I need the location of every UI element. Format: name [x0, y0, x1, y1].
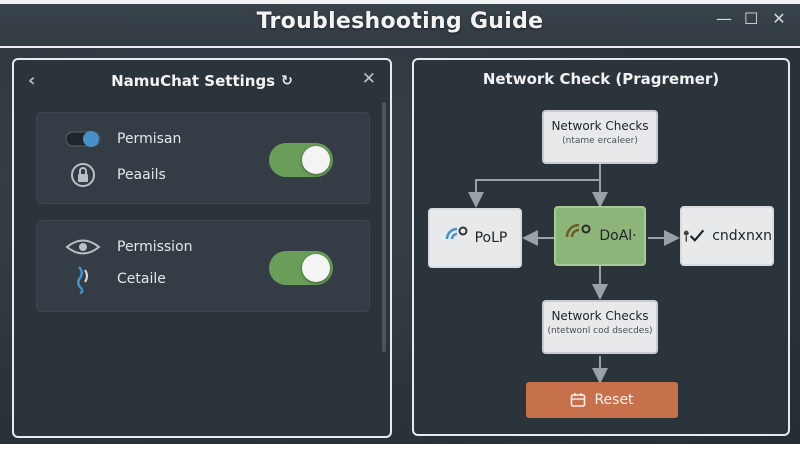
network-panel: Network Check (Pragremer) Network Checks… — [412, 58, 790, 436]
calendar-icon — [571, 393, 586, 407]
settings-row: Cetaile — [65, 266, 166, 294]
details-toggle[interactable] — [269, 251, 333, 285]
box-title: Network Checks — [551, 309, 649, 323]
network-checks-top[interactable]: Network Checks (ntame ercaleer) — [542, 110, 658, 164]
top-edge — [0, 0, 800, 4]
settings-row: Peaails — [65, 163, 166, 187]
settings-card-1: Permisan Peaails — [36, 112, 370, 204]
settings-header: ‹ NamuChat Settings ↻ ✕ — [14, 60, 390, 102]
window-title: Troubleshooting Guide — [256, 9, 544, 34]
settings-row: Permission — [65, 235, 193, 259]
close-icon[interactable]: ✕ — [361, 69, 376, 89]
hand-icon — [65, 266, 101, 294]
flow-connectors — [468, 164, 680, 384]
permission-toggle[interactable] — [269, 143, 333, 177]
close-window-button[interactable]: ✕ — [772, 9, 786, 28]
row-label: Permission — [117, 239, 193, 255]
node-connection[interactable]: cndxnxn — [680, 206, 774, 266]
wifi-icon — [566, 223, 591, 238]
maximize-button[interactable]: ☐ — [744, 9, 759, 28]
lock-icon — [65, 163, 101, 187]
box-title: Network Checks — [551, 119, 649, 133]
network-title: Network Check (Pragremer) — [482, 70, 720, 88]
minimize-button[interactable]: — — [716, 9, 732, 28]
settings-card-2: Permission Cetaile — [36, 220, 370, 312]
node-polp[interactable]: PoLP — [428, 208, 522, 268]
node-doal[interactable]: DoAl· — [554, 206, 646, 266]
node-label: cndxnxn — [712, 228, 772, 244]
row-label: Cetaile — [117, 271, 166, 287]
row-label: Peaails — [117, 167, 166, 183]
wifi-icon — [445, 226, 468, 240]
scrollbar[interactable] — [382, 102, 386, 352]
toggle-switch-icon — [65, 127, 101, 151]
node-label: DoAl· — [599, 228, 637, 244]
toggle-knob — [302, 254, 330, 282]
eye-icon — [65, 235, 101, 259]
toggle-knob — [302, 146, 330, 174]
box-subtitle: (ntetwonl cod dsecdes) — [547, 326, 653, 336]
title-bar: Troubleshooting Guide — ☐ ✕ — [0, 0, 800, 48]
settings-row: Permisan — [65, 127, 181, 151]
reset-button[interactable]: Reset — [526, 382, 678, 418]
settings-panel: ‹ NamuChat Settings ↻ ✕ Permisan — [12, 58, 392, 438]
checkmark-icon — [683, 229, 705, 242]
settings-title: NamuChat Settings — [111, 72, 276, 90]
reset-label: Reset — [594, 392, 634, 408]
window-controls: — ☐ ✕ — [716, 10, 786, 28]
refresh-icon[interactable]: ↻ — [281, 73, 293, 89]
back-chevron-icon[interactable]: ‹ — [28, 70, 36, 91]
row-label: Permisan — [117, 131, 182, 147]
network-checks-bottom[interactable]: Network Checks (ntetwonl cod dsecdes) — [542, 300, 658, 354]
node-label: PoLP — [474, 230, 508, 246]
box-subtitle: (ntame ercaleer) — [562, 136, 638, 146]
